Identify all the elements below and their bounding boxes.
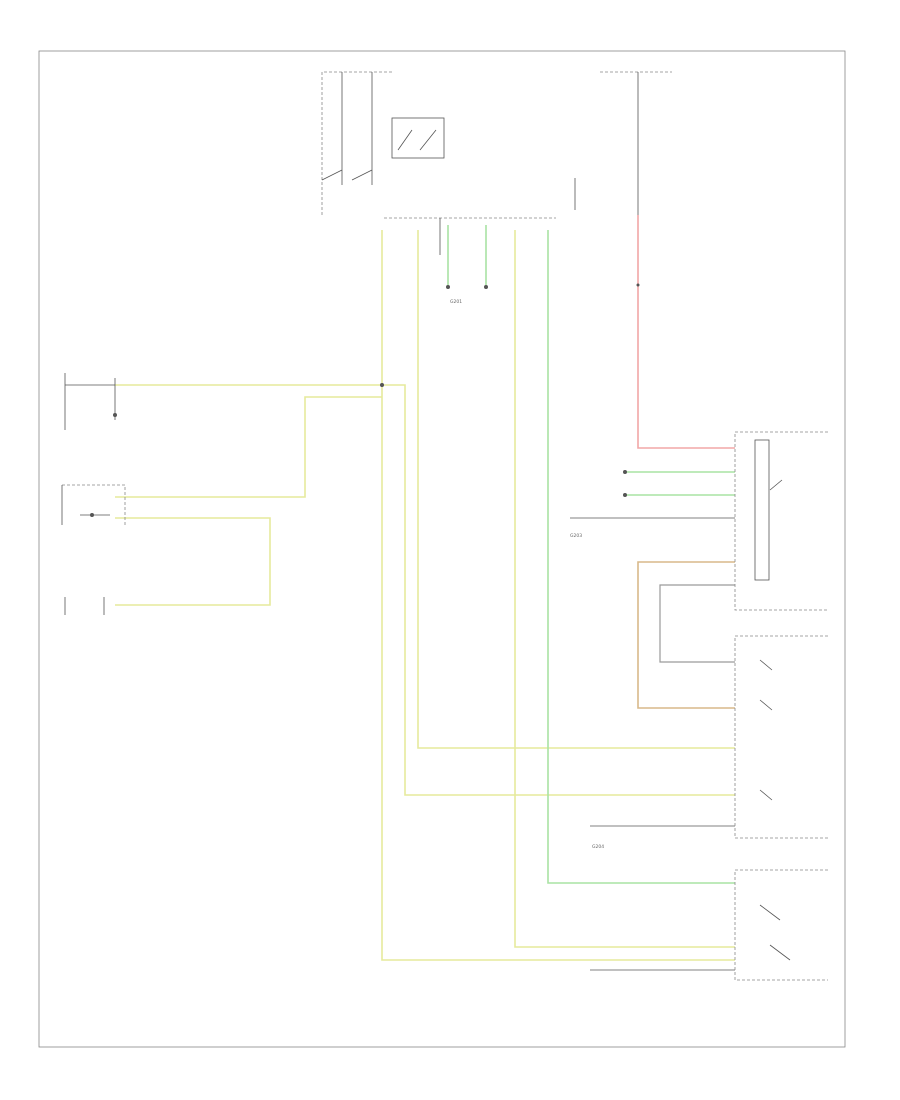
red-wire [637,215,735,449]
fuse-block-left [321,71,445,215]
ground-label-c: G204 [592,844,604,850]
ground-label-b: G203 [570,533,582,539]
left-component-2 [61,484,126,525]
ground-wires [570,517,735,971]
left-component-1 [64,373,117,430]
right-module-middle [734,635,828,839]
central-connector: G201 [384,217,556,305]
right-module-bottom [734,869,828,981]
ground-label-a: G201 [450,299,462,305]
yellow-wire-harness [115,230,735,961]
fuse-block-right [574,71,672,215]
right-module-top [734,431,828,611]
brown-wire-harness [637,561,735,709]
green-wire-harness [547,230,735,884]
diagram-frame [38,50,846,1048]
left-component-3 [64,597,105,615]
